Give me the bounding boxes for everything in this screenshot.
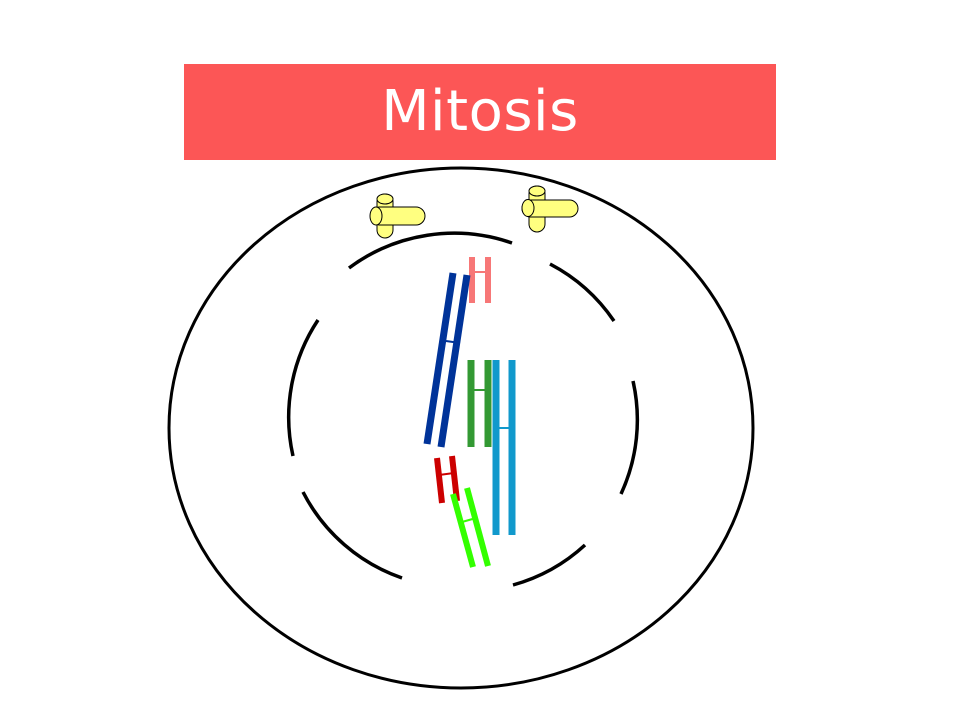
title-banner: Mitosis <box>184 64 776 160</box>
centromere <box>461 517 477 523</box>
chromosome-bright-green <box>450 487 491 568</box>
nuclear-envelope-fragment <box>549 262 616 322</box>
nuclear-envelope-fragment <box>301 491 403 580</box>
nuclear-envelope-fragment <box>286 319 320 457</box>
nuclear-envelope <box>286 231 640 587</box>
cell-membrane <box>167 166 755 690</box>
nuclear-envelope-fragment <box>619 380 640 495</box>
chromatid <box>449 455 460 502</box>
nuclear-envelope-fragment <box>512 543 587 587</box>
centriole-barrel-end <box>369 206 383 226</box>
centromere <box>445 340 461 344</box>
centriole-left <box>369 193 426 239</box>
nuclear-envelope-fragment <box>347 231 513 270</box>
centriole-barrel-top <box>528 185 546 197</box>
chromosome-red <box>434 455 460 504</box>
chromatid <box>423 272 457 445</box>
chromatid <box>450 493 476 568</box>
chromosome-blue <box>423 272 471 448</box>
centriole-barrel-top <box>376 193 394 205</box>
centromere <box>438 472 455 476</box>
chromatid <box>437 274 471 448</box>
chromosome-pink <box>469 257 491 303</box>
chromatid <box>464 487 491 567</box>
centriole-right <box>521 185 579 233</box>
chromatid <box>434 457 445 504</box>
centriole-barrel-end <box>521 199 535 217</box>
chromosome-dark-green <box>467 360 492 447</box>
title-text: Mitosis <box>381 79 579 144</box>
chromosome-light-blue <box>492 360 516 535</box>
